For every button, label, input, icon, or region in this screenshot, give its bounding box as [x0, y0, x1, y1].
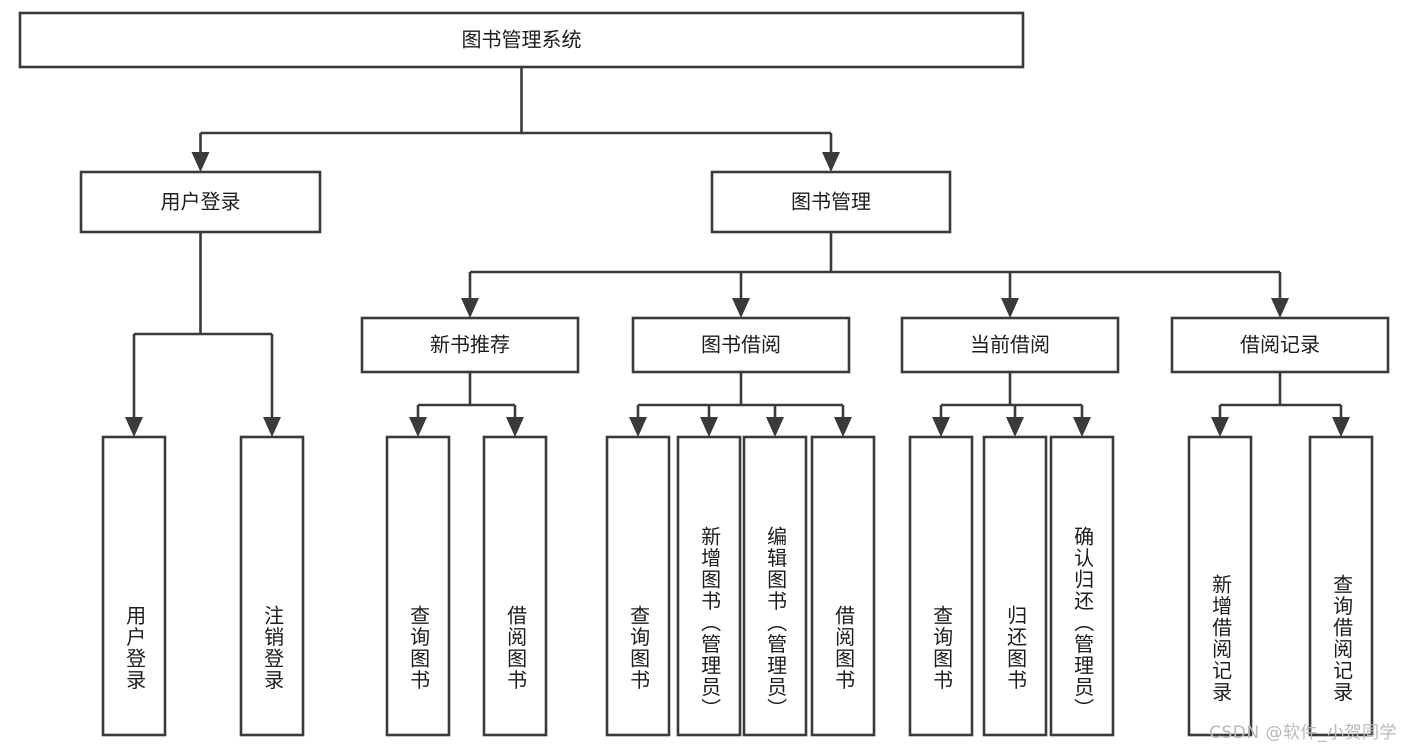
arrow-to-leaf-user-login	[125, 417, 143, 437]
arrow-to-leaf-edit-book	[766, 417, 784, 437]
arrow-to-leaf-logout	[263, 417, 281, 437]
arrow-to-new-book-recommend	[461, 298, 479, 318]
arrow-to-borrow-record	[1271, 298, 1289, 318]
arrow-to-current-borrow	[1001, 298, 1019, 318]
node-current-borrow-label: 当前借阅	[970, 333, 1050, 357]
node-leaf-query-book-1[interactable]	[385, 435, 451, 737]
node-user-login[interactable]	[79, 170, 322, 234]
node-root-label: 图书管理系统	[462, 28, 582, 52]
node-leaf-edit-book[interactable]	[742, 435, 808, 737]
csdn-watermark: CSDN @软件_小贺同学	[1209, 723, 1397, 743]
node-root[interactable]	[18, 11, 1025, 69]
arrow-to-leaf-query-book-3	[932, 417, 950, 437]
node-leaf-logout[interactable]	[239, 435, 305, 737]
node-book-manage-label: 图书管理	[791, 190, 871, 214]
node-borrow-record[interactable]	[1170, 316, 1390, 374]
node-user-login-label: 用户登录	[161, 190, 241, 214]
node-leaf-user-login[interactable]	[101, 435, 167, 737]
arrow-to-leaf-add-record	[1211, 417, 1229, 437]
connector-layer	[125, 67, 1350, 437]
node-book-manage[interactable]	[710, 170, 952, 234]
node-leaf-confirm-return[interactable]	[1049, 435, 1115, 737]
node-book-borrow[interactable]	[631, 316, 851, 374]
arrow-to-leaf-confirm-return	[1073, 417, 1091, 437]
node-leaf-borrow-book-2[interactable]	[810, 435, 876, 737]
arrow-to-leaf-return-book	[1006, 417, 1024, 437]
node-leaf-query-book-3[interactable]	[908, 435, 974, 737]
node-layer: 图书管理系统 用户登录 图书管理 新书推荐 图书借阅 当前借阅 借阅记录	[18, 11, 1390, 737]
arrow-to-leaf-borrow-book-2	[834, 417, 852, 437]
node-leaf-query-record[interactable]	[1308, 435, 1374, 737]
arrow-to-user-login	[191, 152, 210, 172]
node-leaf-query-book-2[interactable]	[605, 435, 671, 737]
arrow-to-leaf-borrow-book-1	[506, 417, 524, 437]
node-new-book-recommend-label: 新书推荐	[430, 333, 510, 357]
node-borrow-record-label: 借阅记录	[1240, 333, 1320, 357]
node-current-borrow[interactable]	[900, 316, 1120, 374]
node-leaf-return-book[interactable]	[982, 435, 1048, 737]
node-leaf-borrow-book-1[interactable]	[482, 435, 548, 737]
arrow-to-leaf-query-book-2	[629, 417, 647, 437]
arrow-to-leaf-query-book-1	[409, 417, 427, 437]
arrow-to-leaf-query-record	[1332, 417, 1350, 437]
node-leaf-add-book[interactable]	[676, 435, 742, 737]
arrow-to-leaf-add-book	[700, 417, 718, 437]
node-book-borrow-label: 图书借阅	[701, 333, 781, 357]
node-new-book-recommend[interactable]	[360, 316, 580, 374]
node-leaf-add-record[interactable]	[1187, 435, 1253, 737]
arrow-to-book-manage	[822, 152, 840, 172]
arrow-to-book-borrow	[732, 298, 750, 318]
